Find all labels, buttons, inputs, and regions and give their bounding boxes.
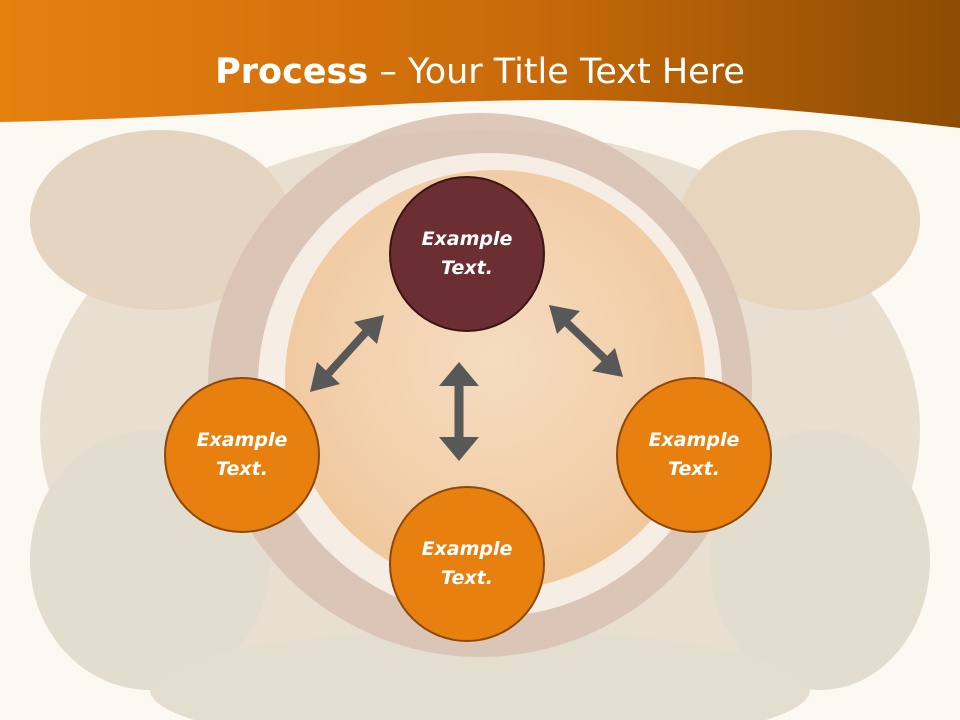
slide-title: Process – Your Title Text Here: [0, 52, 960, 92]
title-bold: Process: [215, 52, 369, 92]
process-node-top: Example Text.: [389, 176, 545, 332]
process-node-bottom: Example Text.: [389, 486, 545, 642]
process-node-top-label: Example Text.: [421, 228, 513, 279]
double-arrow-vertical: [439, 362, 479, 461]
double-arrow-top-left: [310, 315, 384, 392]
tea-surface: [285, 170, 705, 590]
process-node-right: Example Text.: [616, 377, 772, 533]
process-node-bottom-label: Example Text.: [421, 538, 513, 589]
process-node-right-label: Example Text.: [648, 429, 740, 480]
process-node-left: Example Text.: [164, 377, 320, 533]
header-band: [0, 0, 960, 128]
process-node-left-label: Example Text.: [196, 429, 288, 480]
title-rest: – Your Title Text Here: [368, 52, 745, 92]
double-arrow-top-right: [549, 305, 623, 377]
